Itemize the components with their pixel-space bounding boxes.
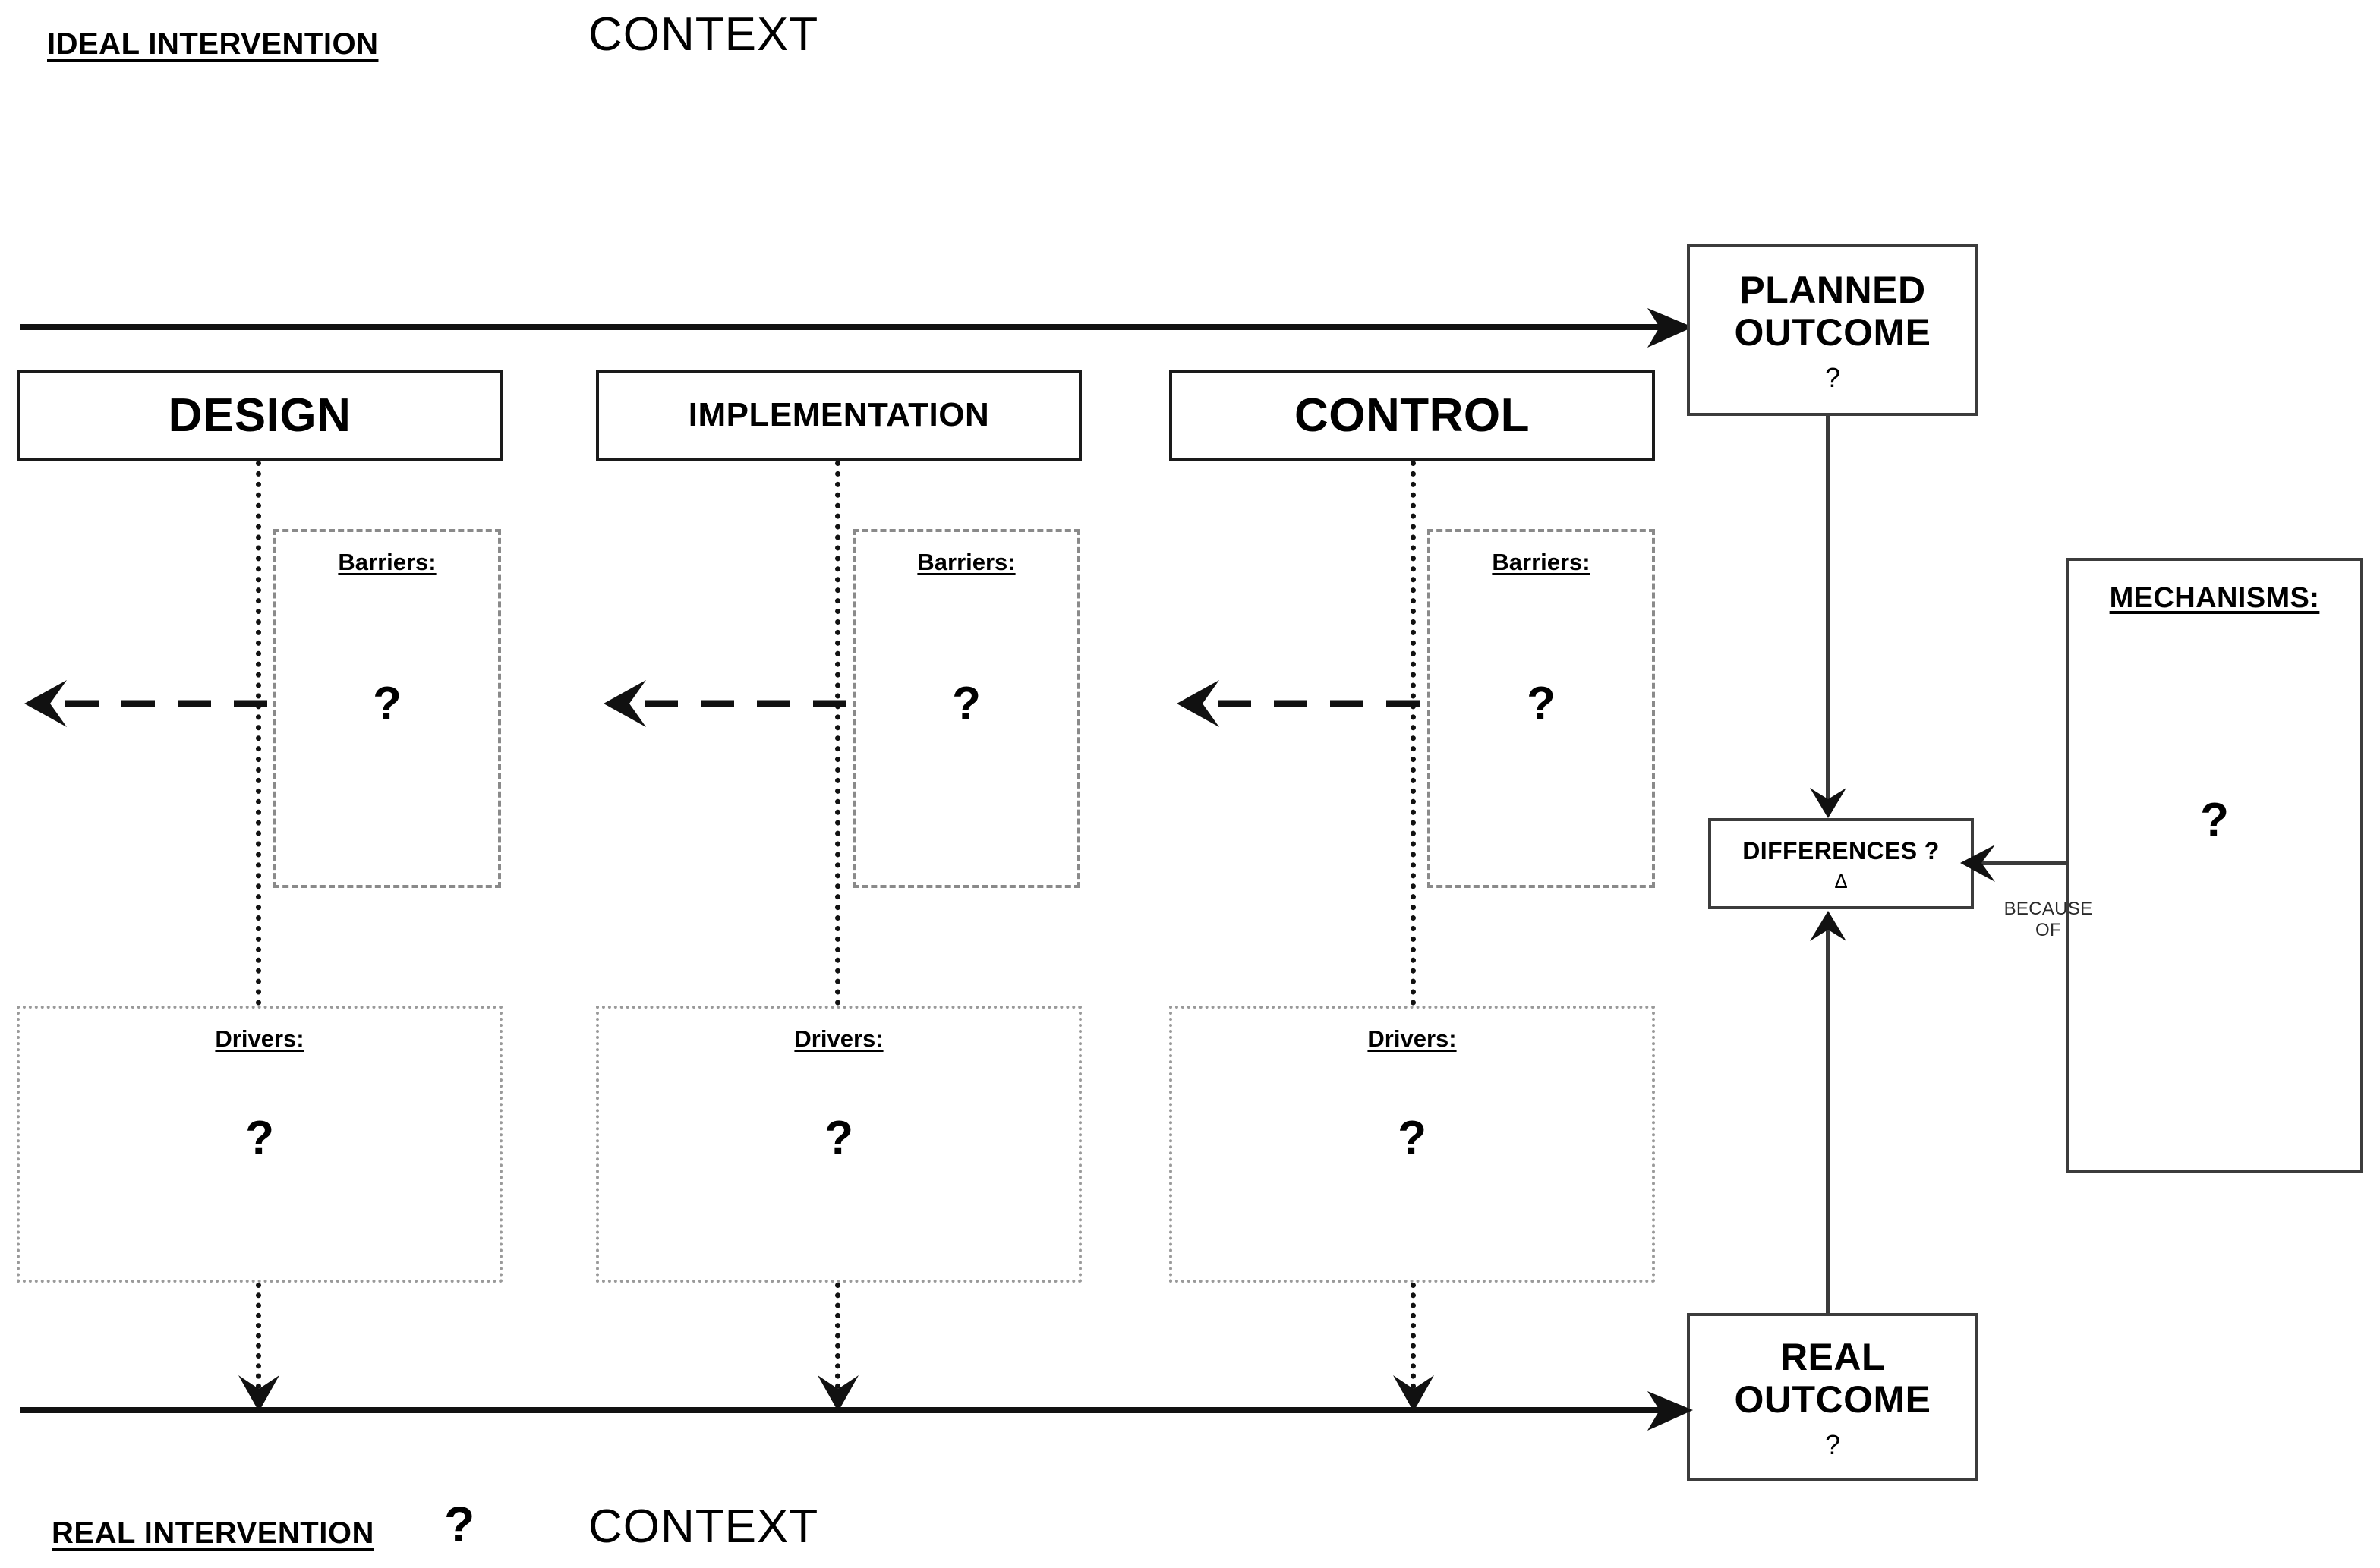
drivers-box-implementation[interactable]: Drivers: ? [596,1006,1082,1283]
column-spine-control-upper [1411,461,1416,1006]
barriers-box-design[interactable]: Barriers: ? [273,529,501,888]
differences-title: DIFFERENCES ? [1742,836,1940,864]
header-box-design[interactable]: DESIGN [17,370,503,461]
barriers-outflow-arrow-control [1177,680,1420,727]
barriers-title-implementation: Barriers: [917,549,1016,575]
ideal-intervention-label: IDEAL INTERVENTION [47,27,379,61]
column-spine-control-lower [1411,1283,1416,1389]
because-of-line2: OF [2035,919,2061,940]
barriers-value-control: ? [1527,678,1556,730]
drivers-value-design: ? [245,1112,274,1164]
real-to-differences-line [1826,927,1830,1316]
header-label-control: CONTROL [1294,389,1530,442]
column-arrowhead-implementation [818,1375,859,1412]
ideal-flow-line [20,324,1669,330]
barriers-value-implementation: ? [952,678,981,730]
column-spine-implementation-lower [835,1283,840,1389]
barriers-value-design: ? [373,678,402,730]
planned-to-differences-line [1826,416,1830,801]
drivers-title-design: Drivers: [215,1025,304,1052]
drivers-value-control: ? [1398,1112,1426,1164]
real-outcome-value: ? [1824,1429,1841,1460]
column-spine-design-lower [256,1283,261,1389]
barriers-outflow-arrow-implementation [604,680,846,727]
planned-outcome-line1: PLANNED [1739,269,1926,311]
mechanisms-to-differences-arrowhead [1960,845,1995,882]
drivers-title-implementation: Drivers: [794,1025,884,1052]
planned-outcome-box[interactable]: PLANNED OUTCOME ? [1687,244,1978,416]
planned-to-differences-arrowhead [1810,788,1846,818]
header-box-control[interactable]: CONTROL [1169,370,1655,461]
real-outcome-line1: REAL [1779,1336,1886,1378]
barriers-box-implementation[interactable]: Barriers: ? [853,529,1080,888]
real-intervention-label: REAL INTERVENTION [52,1516,374,1550]
drivers-box-control[interactable]: Drivers: ? [1169,1006,1655,1283]
because-of-line1: BECAUSE [2003,899,2093,919]
header-label-design: DESIGN [168,389,351,442]
column-spine-implementation-upper [835,461,840,1006]
because-of-edge-label: BECAUSE OF [1988,899,2109,940]
mechanisms-value: ? [2200,794,2229,846]
column-arrowhead-design [238,1375,279,1412]
barriers-box-control[interactable]: Barriers: ? [1427,529,1655,888]
planned-outcome-value: ? [1824,362,1841,393]
delta-symbol: Δ [1834,869,1848,893]
drivers-value-implementation: ? [824,1112,853,1164]
real-to-differences-arrowhead [1810,911,1846,941]
differences-box[interactable]: DIFFERENCES ? Δ [1708,818,1974,909]
bottom-context-label: CONTEXT [588,1500,819,1553]
real-outcome-line2: OUTCOME [1734,1378,1931,1421]
mechanisms-to-differences-line [1980,861,2068,865]
mechanisms-box[interactable]: MECHANISMS: ? [2066,558,2363,1173]
drivers-title-control: Drivers: [1367,1025,1457,1052]
barriers-title-control: Barriers: [1492,549,1590,575]
header-box-implementation[interactable]: IMPLEMENTATION [596,370,1082,461]
column-spine-design-upper [256,461,261,1006]
header-label-implementation: IMPLEMENTATION [688,396,990,433]
barriers-title-design: Barriers: [338,549,437,575]
top-context-label: CONTEXT [588,8,819,61]
real-flow-line [20,1407,1669,1413]
barriers-outflow-arrow-design [24,680,267,727]
bottom-free-question: ? [444,1496,475,1552]
column-arrowhead-control [1393,1375,1434,1412]
ideal-flow-arrowhead [1647,308,1693,348]
real-flow-arrowhead [1647,1391,1693,1431]
planned-outcome-line2: OUTCOME [1734,311,1931,354]
real-outcome-box[interactable]: REAL OUTCOME ? [1687,1313,1978,1481]
mechanisms-title: MECHANISMS: [2109,582,2320,614]
drivers-box-design[interactable]: Drivers: ? [17,1006,503,1283]
